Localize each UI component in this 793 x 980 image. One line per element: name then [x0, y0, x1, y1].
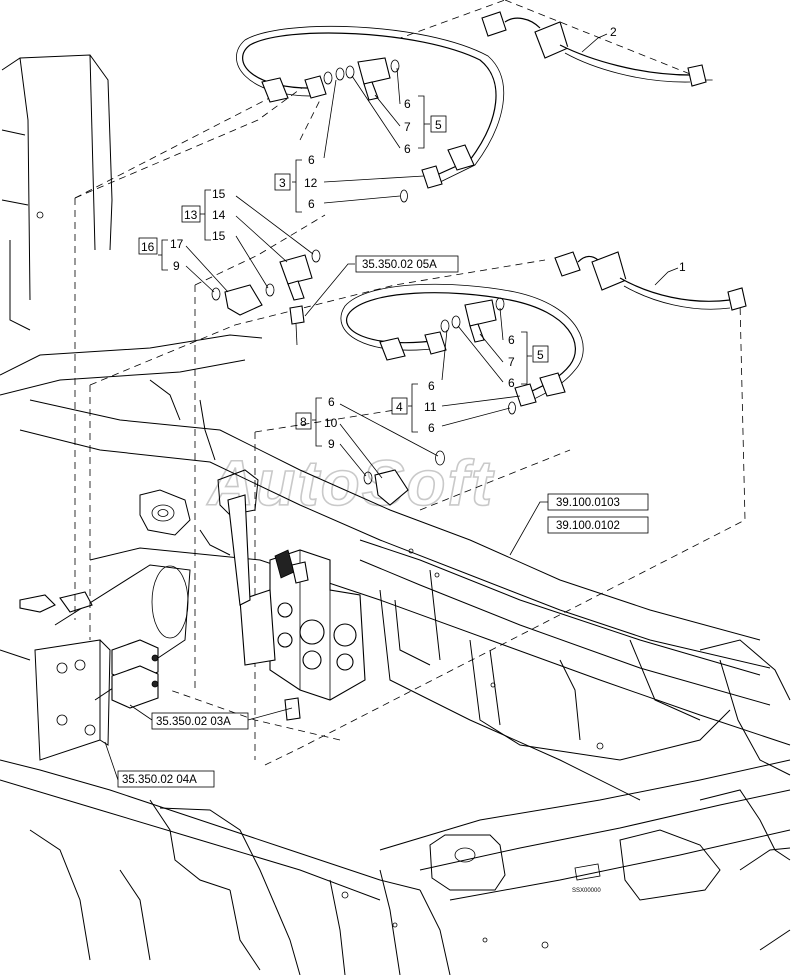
callout-11: 11 [424, 400, 437, 414]
callout-6-group4-a: 6 [428, 379, 435, 393]
callout-15-b: 15 [212, 229, 226, 243]
reference-boxes: 35.350.02 05A 39.100.0103 39.100.0102 35… [117, 255, 649, 788]
callout-9-group8: 9 [328, 437, 335, 451]
reference-39-100-0102[interactable]: 39.100.0102 [547, 516, 649, 534]
callout-3: 3 [279, 176, 286, 190]
svg-text:39.100.0102: 39.100.0102 [556, 520, 620, 532]
reference-39-100-0103[interactable]: 39.100.0103 [547, 493, 649, 511]
group-box-8 [295, 412, 312, 430]
callout-6-upper-a: 6 [404, 97, 411, 111]
callout-6-group8: 6 [328, 395, 335, 409]
callout-10: 10 [324, 416, 338, 430]
callout-6-middle-b: 6 [508, 376, 515, 390]
callout-6-middle-a: 6 [508, 333, 515, 347]
group-box-5-upper [430, 115, 447, 133]
hose-assembly-middle [340, 251, 747, 415]
callout-1: 1 [679, 260, 686, 274]
callout-15-a: 15 [212, 187, 226, 201]
group-box-13 [181, 205, 201, 223]
fittings-left [211, 249, 321, 346]
callout-5-upper: 5 [435, 118, 442, 132]
watermark: AutoSoft [206, 447, 495, 519]
svg-text:39.100.0103: 39.100.0103 [556, 497, 620, 509]
callout-2: 2 [610, 25, 617, 39]
machine-frame: SSX00000 [0, 54, 791, 976]
callout-7-middle: 7 [508, 355, 515, 369]
callout-14: 14 [212, 208, 226, 222]
control-valve [227, 494, 366, 721]
svg-text:35.350.02 04A: 35.350.02 04A [122, 774, 197, 786]
callout-12: 12 [304, 176, 318, 190]
callout-6-group3-a: 6 [308, 153, 315, 167]
svg-text:35.350.02 05A: 35.350.02 05A [362, 259, 437, 271]
callouts: 2 1 6 7 6 5 3 6 12 6 13 15 14 15 16 17 9… [138, 25, 686, 451]
callout-16: 16 [141, 240, 155, 254]
group-box-16 [138, 237, 158, 255]
callout-17: 17 [170, 237, 184, 251]
hose-assembly-upper [236, 11, 707, 203]
reference-35-350-02-03a[interactable]: 35.350.02 03A [151, 712, 249, 730]
fittings-lower [363, 450, 445, 506]
callout-6-group4-b: 6 [428, 421, 435, 435]
svg-text:35.350.02 03A: 35.350.02 03A [156, 716, 231, 728]
drawing-code: SSX00000 [572, 888, 601, 894]
group-box-4 [391, 397, 408, 415]
reference-35-350-02-04a[interactable]: 35.350.02 04A [117, 770, 215, 788]
callout-5-middle: 5 [537, 348, 544, 362]
callout-8: 8 [300, 415, 307, 429]
callout-6-upper-b: 6 [404, 142, 411, 156]
leader-lines [104, 33, 679, 781]
group-box-3 [274, 173, 291, 191]
exploded-view-boundaries [74, 0, 746, 766]
callout-9-group16: 9 [173, 259, 180, 273]
group-box-5-middle [532, 345, 549, 363]
callout-6-group3-b: 6 [308, 197, 315, 211]
callout-4: 4 [396, 400, 403, 414]
reference-35-350-02-05a[interactable]: 35.350.02 05A [355, 255, 459, 273]
callout-7-upper: 7 [404, 120, 411, 134]
callout-13: 13 [184, 208, 198, 222]
